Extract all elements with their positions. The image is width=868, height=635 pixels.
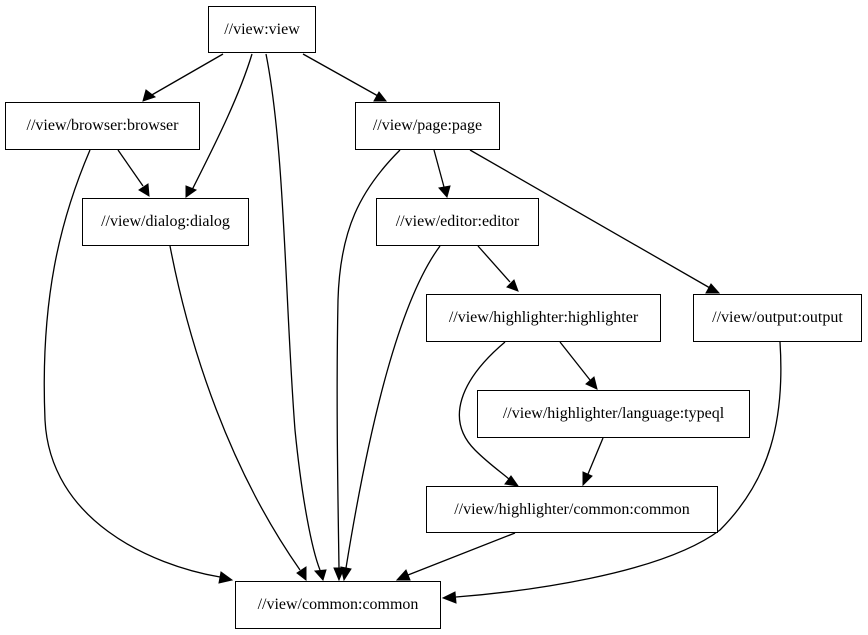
edge-arrowhead <box>441 591 457 604</box>
edge-browser-dialog <box>117 149 144 187</box>
node-dialog: //view/dialog:dialog <box>82 198 249 246</box>
node-label: //view/page:page <box>372 117 483 134</box>
node-output: //view/output:output <box>693 294 862 342</box>
edge-hlcommon-common <box>407 532 516 576</box>
node-label: //view/dialog:dialog <box>101 213 230 230</box>
node-browser: //view/browser:browser <box>5 102 200 150</box>
edge-arrowhead <box>373 91 388 102</box>
node-editor: //view/editor:editor <box>376 198 539 246</box>
node-page: //view/page:page <box>355 102 500 150</box>
node-common: //view/common:common <box>235 581 441 629</box>
node-label: //view/common:common <box>257 596 419 613</box>
edge-arrowhead <box>582 471 593 487</box>
edge-browser-common <box>43 149 221 578</box>
edge-arrowhead <box>705 283 721 294</box>
edge-highlighter-hlcommon <box>458 341 511 481</box>
node-label: //view/highlighter/common:common <box>454 500 690 518</box>
edge-arrowhead <box>585 376 598 390</box>
edge-arrowhead <box>138 183 150 197</box>
node-highlighter-common: //view/highlighter/common:common <box>426 486 718 533</box>
edge-arrowhead <box>506 279 519 292</box>
edge-arrowhead <box>218 571 234 584</box>
node-view: //view:view <box>208 6 316 53</box>
node-label: //view/highlighter/language:typeql <box>502 405 725 422</box>
edge-view-common <box>265 53 321 571</box>
edge-page-common <box>336 149 401 569</box>
edge-page-editor <box>433 149 445 188</box>
edge-arrowhead <box>438 185 451 199</box>
edge-arrowhead <box>395 569 411 581</box>
edge-typeql-hlcommon <box>587 437 604 475</box>
edge-view-page <box>302 53 379 97</box>
edge-arrowhead <box>142 89 157 102</box>
node-label: //view/highlighter:highlighter <box>448 309 639 326</box>
edge-editor-highlighter <box>477 245 511 283</box>
edge-view-browser <box>149 53 224 97</box>
node-highlighter: //view/highlighter:highlighter <box>426 294 661 342</box>
node-label: //view/browser:browser <box>26 117 179 134</box>
edge-arrowhead <box>340 566 352 582</box>
node-label: //view/output:output <box>712 309 843 326</box>
edge-editor-common <box>345 245 441 569</box>
edge-output-common <box>455 341 782 598</box>
edge-page-output <box>469 149 711 289</box>
edge-dialog-common <box>169 245 301 571</box>
edge-arrowhead <box>185 185 198 198</box>
edge-arrowhead <box>296 566 307 582</box>
edge-view-dialog <box>191 53 253 191</box>
node-typeql: //view/highlighter/language:typeql <box>477 390 750 438</box>
edge-highlighter-typeql <box>559 341 591 381</box>
edge-arrowhead <box>313 569 327 582</box>
edge-arrowhead <box>504 475 520 487</box>
node-label: //view/editor:editor <box>395 213 520 230</box>
node-label: //view:view <box>224 20 300 38</box>
